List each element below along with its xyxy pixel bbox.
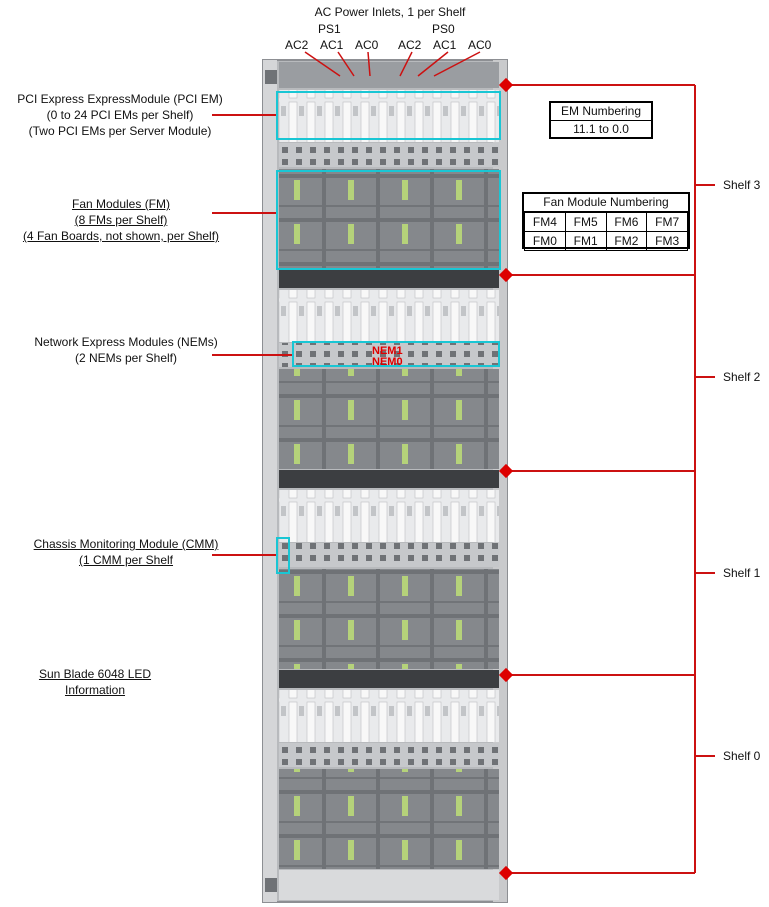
fm-cell: FM6 bbox=[605, 212, 648, 232]
shelf-boundary-line bbox=[505, 872, 695, 874]
inlet-label-left-ac0: AC0 bbox=[355, 38, 379, 52]
nem-callout: Network Express Modules (NEMs) (2 NEMs p… bbox=[0, 334, 252, 366]
fan-callout-line: Fan Modules (FM) bbox=[71, 197, 171, 211]
inlet-label-right-ac0: AC0 bbox=[468, 38, 492, 52]
pci-em-callout-line: (Two PCI EMs per Server Module) bbox=[28, 124, 212, 138]
fm-cell: FM3 bbox=[646, 231, 688, 251]
inlet-label-right-ac1: AC1 bbox=[433, 38, 457, 52]
fm-cell: FM1 bbox=[564, 231, 607, 251]
nem0-label: NEM0 bbox=[372, 356, 403, 368]
em-numbering-value: 11.1 to 0.0 bbox=[573, 122, 629, 136]
cmm-callout-line: Chassis Monitoring Module (CMM) bbox=[33, 537, 219, 551]
fan-callout-line: (8 FMs per Shelf) bbox=[74, 213, 168, 227]
nem-callout-line: (2 NEMs per Shelf) bbox=[74, 351, 178, 365]
pci-em-callout-line: (0 to 24 PCI EMs per Shelf) bbox=[46, 108, 194, 122]
em-numbering-box: EM Numbering 11.1 to 0.0 bbox=[549, 101, 653, 139]
shelf-tick bbox=[695, 755, 715, 757]
cmm-highlight bbox=[276, 537, 290, 574]
fm-row: FM4 FM5 FM6 FM7 bbox=[524, 212, 688, 232]
nem-highlight bbox=[292, 341, 500, 367]
ps1-label: PS1 bbox=[318, 22, 341, 36]
inlet-label-right-ac2: AC2 bbox=[398, 38, 422, 52]
inlet-label-left-ac2: AC2 bbox=[285, 38, 309, 52]
pci-em-callout: PCI Express ExpressModule (PCI EM) (0 to… bbox=[0, 91, 240, 139]
fm-cell: FM2 bbox=[605, 231, 648, 251]
fan-module-callout: Fan Modules (FM) (8 FMs per Shelf) (4 Fa… bbox=[0, 196, 242, 244]
ac-power-title: AC Power Inlets, 1 per Shelf bbox=[314, 5, 466, 19]
fm-numbering-title: Fan Module Numbering bbox=[524, 194, 688, 212]
fan-module-numbering-box: Fan Module Numbering FM4 FM5 FM6 FM7 FM0… bbox=[522, 192, 690, 251]
fm-cell: FM4 bbox=[524, 212, 566, 232]
pci-em-callout-line: PCI Express ExpressModule (PCI EM) bbox=[17, 92, 223, 106]
led-information-link[interactable]: Sun Blade 6048 LED Information bbox=[0, 666, 190, 698]
fan-leader bbox=[212, 212, 276, 214]
fm-numbering-grid: FM4 FM5 FM6 FM7 FM0 FM1 FM2 FM3 bbox=[524, 212, 688, 251]
fan-callout-line: (4 Fan Boards, not shown, per Shelf) bbox=[22, 229, 220, 243]
pci-em-leader bbox=[212, 114, 276, 116]
shelf-boundary-line bbox=[505, 470, 695, 472]
cmm-callout-line: (1 CMM per Shelf bbox=[78, 553, 174, 567]
shelf-1-label: Shelf 1 bbox=[723, 566, 761, 580]
nem-callout-line: Network Express Modules (NEMs) bbox=[34, 335, 218, 349]
cmm-callout: Chassis Monitoring Module (CMM) (1 CMM p… bbox=[6, 536, 246, 568]
led-link-line: Information bbox=[64, 683, 126, 697]
shelf-tick bbox=[695, 572, 715, 574]
fm-cell: FM5 bbox=[564, 212, 607, 232]
shelf-tick bbox=[695, 184, 715, 186]
nem-leader bbox=[212, 354, 292, 356]
fm-cell: FM0 bbox=[524, 231, 566, 251]
pci-em-highlight bbox=[276, 91, 501, 140]
inlet-label-left-ac1: AC1 bbox=[320, 38, 344, 52]
shelf-boundary-line bbox=[505, 84, 695, 86]
fm-row: FM0 FM1 FM2 FM3 bbox=[524, 231, 688, 251]
fan-module-highlight bbox=[276, 170, 501, 270]
led-link-line: Sun Blade 6048 LED bbox=[38, 667, 152, 681]
shelf-3-label: Shelf 3 bbox=[723, 178, 761, 192]
fm-cell: FM7 bbox=[646, 212, 688, 232]
shelf-tick bbox=[695, 376, 715, 378]
shelf-0-label: Shelf 0 bbox=[723, 749, 761, 763]
shelf-boundary-line bbox=[505, 274, 695, 276]
shelf-boundary-line bbox=[505, 674, 695, 676]
nem1-label: NEM1 bbox=[372, 345, 403, 357]
ps0-label: PS0 bbox=[432, 22, 455, 36]
shelf-2-label: Shelf 2 bbox=[723, 370, 761, 384]
em-numbering-title: EM Numbering bbox=[551, 103, 651, 121]
cmm-leader bbox=[212, 554, 276, 556]
